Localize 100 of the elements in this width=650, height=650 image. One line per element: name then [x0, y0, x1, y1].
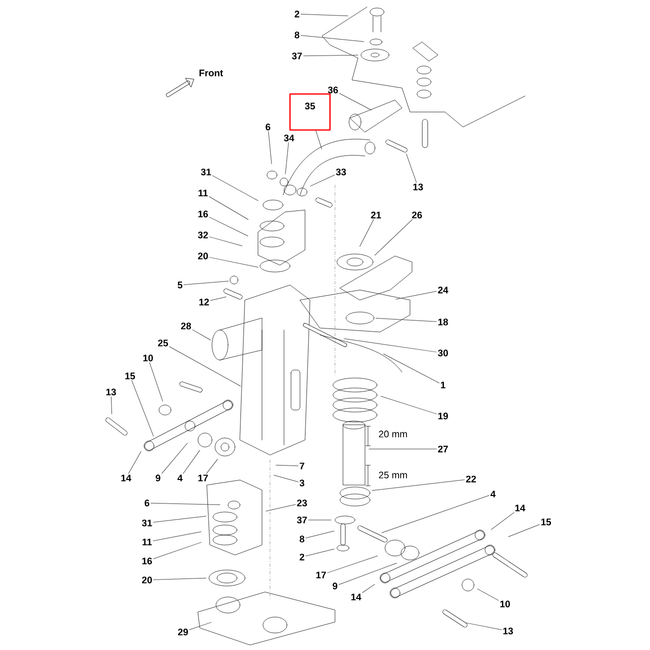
leader-line — [303, 54, 358, 56]
callout-number: 6 — [264, 122, 272, 132]
callout-number: 32 — [196, 230, 210, 240]
callout-number: 11 — [196, 188, 210, 198]
leader-line — [380, 396, 437, 414]
leader-line — [276, 464, 298, 466]
callout-number: 14 — [120, 474, 132, 482]
callout-number: 5 — [176, 280, 184, 290]
leader-line — [150, 502, 220, 506]
callout-number: 37 — [296, 516, 308, 524]
callout-number: 18 — [436, 318, 450, 326]
callout-number: 16 — [196, 210, 210, 218]
leader-line — [182, 450, 200, 474]
leader-line — [192, 329, 211, 340]
leader-line — [268, 131, 272, 164]
leader-line — [285, 142, 289, 174]
leader-line — [374, 219, 412, 256]
callout-number: 2 — [293, 10, 301, 18]
callout-number: 23 — [296, 498, 308, 508]
leader-line — [396, 291, 437, 300]
leader-line — [300, 14, 348, 16]
leader-line — [406, 154, 417, 183]
callout-number: 33 — [334, 168, 348, 176]
leader-line — [110, 396, 112, 414]
callout-number: 4 — [489, 490, 497, 498]
callout-number: 11 — [140, 538, 154, 546]
callout-number: 19 — [436, 412, 450, 420]
callout-number: 4 — [176, 474, 184, 482]
callout-number: 6 — [143, 498, 151, 508]
callout-number: 31 — [140, 518, 154, 528]
dimension-label: 20 mm — [378, 430, 407, 438]
callout-number: 17 — [196, 474, 210, 482]
callout-number: 36 — [326, 86, 340, 94]
leader-line — [184, 280, 229, 285]
leader-line — [360, 219, 374, 247]
leader-line — [210, 296, 226, 301]
callout-number: 10 — [498, 600, 512, 608]
leader-line — [206, 458, 218, 474]
callout-number: 20 — [140, 576, 154, 584]
leader-line — [149, 362, 163, 402]
callout-number: 9 — [331, 582, 339, 590]
leader-line — [368, 448, 437, 450]
leader-line — [209, 216, 248, 236]
highlight-box: 35 — [289, 93, 331, 131]
callout-number: 13 — [502, 626, 514, 636]
leader-line — [306, 548, 334, 556]
leader-line — [209, 236, 242, 246]
leader-line — [338, 562, 397, 585]
callout-number: 26 — [410, 210, 424, 220]
leader-line — [339, 93, 372, 110]
callout-number: 24 — [436, 286, 450, 294]
leader-line — [383, 354, 440, 384]
callout-number: 27 — [436, 444, 450, 454]
leader-line — [212, 175, 258, 201]
leader-line — [327, 556, 378, 574]
leader-line — [132, 380, 154, 437]
leader-line — [362, 584, 375, 593]
callout-number: 12 — [198, 298, 210, 306]
callout-number: 15 — [124, 372, 136, 380]
leader-line — [372, 480, 465, 491]
leader-line — [208, 196, 248, 220]
leader-line — [466, 622, 502, 630]
leader-line — [162, 442, 188, 474]
callout-number: 21 — [370, 210, 382, 220]
front-label: Front — [200, 70, 224, 76]
callout-number: 14 — [514, 504, 526, 512]
leader-line — [152, 531, 202, 542]
callout-number: 16 — [140, 556, 154, 566]
leader-line — [153, 578, 206, 580]
callout-number: 8 — [293, 30, 301, 40]
callout-number: 13 — [412, 182, 424, 192]
leader-line — [189, 622, 212, 630]
leader-line — [344, 338, 437, 352]
leader-line — [209, 257, 258, 268]
callout-number: 7 — [298, 462, 306, 470]
callout-number: 34 — [282, 134, 296, 142]
leader-line — [169, 346, 241, 386]
leader-line — [128, 451, 142, 474]
callout-number: 14 — [350, 592, 362, 602]
callout-number: 17 — [314, 570, 328, 580]
callout-number: 1 — [439, 380, 447, 390]
leader-line — [382, 495, 490, 533]
callout-number: 15 — [540, 518, 552, 526]
callout-number: 20 — [196, 252, 210, 260]
leader-line — [300, 35, 364, 42]
leader-line — [153, 516, 206, 522]
callout-number: 30 — [436, 348, 450, 358]
callout-number: 22 — [464, 474, 478, 484]
callout-number: 25 — [156, 338, 170, 348]
callout-number: 31 — [200, 168, 212, 176]
callout-number: 13 — [104, 388, 118, 396]
callout-number: 9 — [154, 474, 162, 482]
callout-number: 2 — [298, 552, 306, 562]
leader-line — [266, 504, 296, 512]
leader-line — [310, 174, 335, 186]
leader-line — [306, 530, 334, 538]
callout-number: 29 — [176, 628, 190, 636]
callout-number: 3 — [298, 478, 306, 488]
callout-number: 37 — [290, 52, 304, 60]
leader-line — [508, 524, 540, 537]
